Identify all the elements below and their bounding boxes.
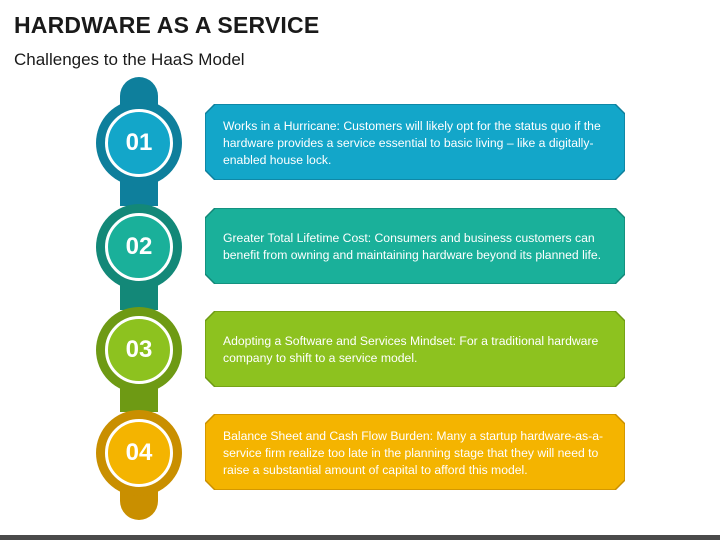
step-badge-4: 04 — [96, 410, 182, 496]
page-title: HARDWARE AS A SERVICE — [14, 12, 320, 38]
step-number-3: 03 — [105, 316, 173, 384]
step-text-4: Balance Sheet and Cash Flow Burden: Many… — [223, 428, 604, 477]
step-number-2: 02 — [105, 213, 173, 281]
step-card-4: Balance Sheet and Cash Flow Burden: Many… — [205, 414, 625, 490]
card-shape-4 — [205, 414, 625, 490]
step-number-4: 04 — [105, 419, 173, 487]
step-number-1: 01 — [105, 109, 173, 177]
step-badge-2: 02 — [96, 204, 182, 290]
step-text-2: Greater Total Lifetime Cost: Consumers a… — [223, 231, 602, 262]
step-card-2: Greater Total Lifetime Cost: Consumers a… — [205, 208, 625, 284]
step-text-3: Adopting a Software and Services Mindset… — [223, 334, 599, 365]
step-card-3: Adopting a Software and Services Mindset… — [205, 311, 625, 387]
card-shape-2 — [205, 208, 625, 284]
card-shape-1 — [205, 104, 625, 180]
card-shape-3 — [205, 311, 625, 387]
step-card-1: Works in a Hurricane: Customers will lik… — [205, 104, 625, 180]
step-badge-3: 03 — [96, 307, 182, 393]
step-badge-1: 01 — [96, 100, 182, 186]
step-text-1: Works in a Hurricane: Customers will lik… — [223, 118, 601, 167]
footer-bar — [0, 535, 720, 540]
page-subtitle: Challenges to the HaaS Model — [14, 50, 245, 69]
